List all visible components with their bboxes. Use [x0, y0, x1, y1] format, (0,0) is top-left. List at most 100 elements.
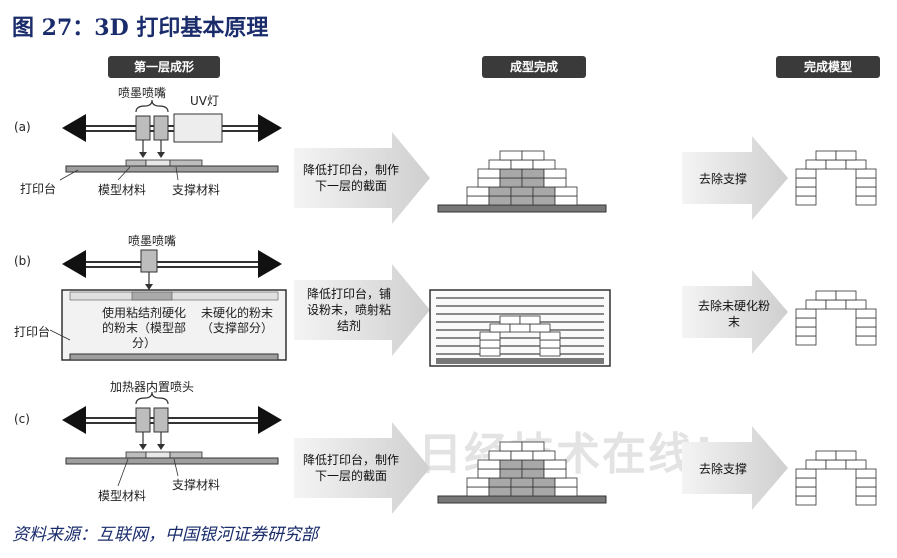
- row-b-bonded-powder: 使用粘结剂硬化的粉末（模型部分）: [101, 306, 186, 350]
- row-c-support-material: 支撑材料: [172, 478, 221, 492]
- brick: [795, 477, 817, 488]
- brick: [855, 335, 877, 346]
- brick: [521, 168, 545, 179]
- brick: [805, 459, 827, 470]
- row-a-step1-arrow: [294, 132, 430, 224]
- brick: [554, 195, 578, 206]
- brick: [499, 441, 523, 452]
- brick: [795, 186, 817, 197]
- left-arrowhead-icon: [62, 406, 86, 434]
- brick: [477, 168, 501, 179]
- brick: [855, 486, 877, 497]
- platform-icon: [65, 457, 279, 465]
- brick: [543, 177, 567, 188]
- brick: [479, 339, 501, 349]
- brick: [488, 486, 512, 497]
- brick: [466, 486, 490, 497]
- brick: [795, 335, 817, 346]
- row-b-platform-label: 打印台: [14, 325, 51, 339]
- brick: [532, 486, 556, 497]
- brick: [855, 177, 877, 188]
- brick: [543, 459, 567, 470]
- left-arrowhead-icon: [62, 114, 86, 142]
- nozzle-model-icon: [135, 115, 151, 141]
- brick: [815, 150, 837, 161]
- brick: [845, 459, 867, 470]
- brick: [795, 168, 817, 179]
- brick: [855, 468, 877, 479]
- brick: [509, 323, 531, 333]
- brick: [825, 299, 847, 310]
- brick: [855, 186, 877, 197]
- row-a-nozzle-label: 喷墨喷嘴: [118, 86, 167, 100]
- brick: [835, 150, 857, 161]
- brick: [466, 477, 490, 488]
- row-c-printer: [62, 391, 282, 487]
- brick: [488, 159, 512, 170]
- row-a-support-material: 支撑材料: [172, 183, 221, 197]
- brick: [529, 323, 551, 333]
- brick: [519, 315, 541, 325]
- brick: [539, 347, 561, 357]
- brick: [479, 331, 501, 341]
- row-a-step1-text: 降低打印台，制作下一层的截面: [302, 163, 399, 193]
- powder-bed-icon: [61, 289, 287, 361]
- brick: [795, 468, 817, 479]
- brick: [805, 299, 827, 310]
- right-arrowhead-icon: [258, 406, 282, 434]
- brick: [855, 477, 877, 488]
- row-a-step2-arrow: [682, 136, 788, 220]
- row-c-nozzle-label: 加热器内置喷头: [110, 380, 195, 394]
- brick: [795, 486, 817, 497]
- brick: [855, 308, 877, 319]
- row-c-tag: (c): [14, 412, 30, 426]
- brick: [510, 477, 534, 488]
- brick: [532, 477, 556, 488]
- brick: [499, 468, 523, 479]
- header-first-layer: 第一层成形: [108, 56, 220, 78]
- brick: [479, 347, 501, 357]
- brick: [488, 450, 512, 461]
- row-a-model-material: 模型材料: [98, 183, 147, 197]
- row-a-step2-text: 去除支撑: [698, 172, 747, 186]
- brick: [488, 195, 512, 206]
- brick: [532, 186, 556, 197]
- brick: [554, 486, 578, 497]
- brick: [835, 290, 857, 301]
- brick: [539, 331, 561, 341]
- brick: [855, 195, 877, 206]
- brick: [510, 450, 534, 461]
- brick: [521, 177, 545, 188]
- brick: [795, 326, 817, 337]
- uv-lamp-icon: [173, 113, 223, 143]
- brick: [477, 459, 501, 470]
- brick: [543, 468, 567, 479]
- brick-arches: [466, 150, 877, 506]
- brick: [521, 459, 545, 470]
- row-b-step2-text: 去除未硬化粉末: [697, 299, 770, 329]
- brick: [855, 317, 877, 328]
- brick: [845, 159, 867, 170]
- brick: [499, 315, 521, 325]
- brick: [795, 495, 817, 506]
- row-b-step2-arrow: [682, 270, 788, 354]
- brick: [835, 450, 857, 461]
- nozzle-icon: [140, 249, 158, 273]
- brick: [532, 450, 556, 461]
- brick: [510, 186, 534, 197]
- brick: [477, 468, 501, 479]
- brick: [815, 450, 837, 461]
- nozzle-support-icon: [153, 115, 169, 141]
- brick: [532, 195, 556, 206]
- brick: [521, 441, 545, 452]
- brick: [855, 326, 877, 337]
- brick: [554, 186, 578, 197]
- heated-nozzle-model-icon: [135, 407, 151, 433]
- brick: [510, 195, 534, 206]
- brick: [825, 459, 847, 470]
- brick: [466, 186, 490, 197]
- brick: [795, 195, 817, 206]
- row-b-unbonded-powder: 未硬化的粉末（支撑部分）: [200, 306, 273, 335]
- brick: [795, 317, 817, 328]
- left-arrowhead-icon: [62, 250, 86, 278]
